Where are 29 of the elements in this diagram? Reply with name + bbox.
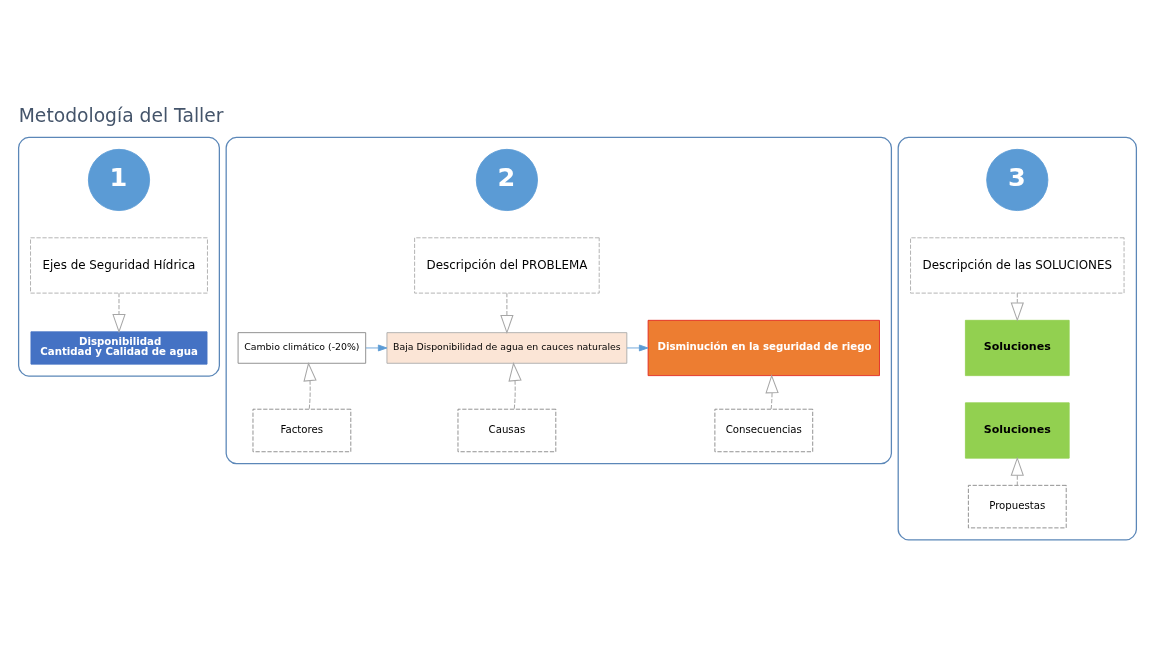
- node-box: Causas: [457, 408, 557, 452]
- node-box: Ejes de Seguridad Hídrica: [30, 236, 208, 294]
- node-circle: 2: [475, 148, 538, 211]
- node-box: Propuestas: [967, 484, 1067, 528]
- node-box: Soluciones: [964, 319, 1070, 376]
- arrow: [765, 373, 779, 409]
- node-box: Factores: [252, 408, 352, 452]
- node-box: Disponibilidad Cantidad y Calidad de agua: [30, 330, 208, 365]
- node-box: Descripción del PROBLEMA: [414, 236, 600, 294]
- node-circle: 3: [986, 148, 1049, 211]
- node-box: Soluciones: [964, 401, 1070, 459]
- cluster: [18, 136, 220, 377]
- node-box: Baja Disponibilidad de agua en cauces naturales: [386, 331, 628, 364]
- node-circle: 1: [87, 148, 151, 211]
- node-box: Descripción de las SOLUCIONES: [910, 236, 1125, 294]
- arrow: [1010, 292, 1024, 322]
- arrow: [508, 361, 522, 410]
- arrow: [500, 292, 514, 334]
- arrow: [626, 344, 649, 351]
- cluster: [897, 136, 1138, 540]
- cluster: [225, 136, 893, 464]
- node-box: Cambio climático (-20%): [237, 331, 367, 364]
- node-box: Consecuencias: [714, 408, 814, 452]
- diagram-title: Metodología del Taller: [18, 104, 224, 126]
- node-box: Disminución en la seguridad de riego: [647, 319, 880, 376]
- arrow: [303, 361, 317, 410]
- arrow: [112, 292, 126, 333]
- arrow: [365, 344, 388, 351]
- arrow: [1010, 456, 1024, 486]
